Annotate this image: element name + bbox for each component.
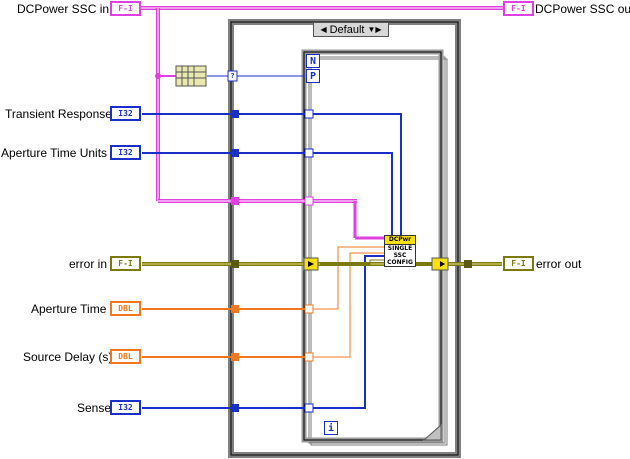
table-constant-icon[interactable] bbox=[175, 65, 207, 87]
subvi-line-2: SSC bbox=[393, 252, 407, 259]
terminal-text: DBL bbox=[118, 304, 133, 313]
terminal-text: DBL bbox=[118, 352, 133, 361]
loop-count-terminal[interactable]: N bbox=[306, 54, 320, 68]
terminal-text: i bbox=[327, 422, 335, 434]
unknown-tunnel: ? bbox=[228, 71, 237, 81]
terminal-text: N bbox=[309, 55, 317, 67]
terminal-text: ? bbox=[230, 72, 235, 80]
aperture-time-terminal[interactable]: DBL bbox=[110, 301, 141, 316]
label-aperture-time: Aperture Time bbox=[31, 302, 107, 316]
label-dcpower-out: DCPower SSC out bbox=[535, 2, 630, 16]
error-in-terminal[interactable]: F-I bbox=[110, 256, 141, 271]
aperture-time-units-terminal[interactable]: I32 bbox=[110, 145, 141, 160]
subvi-line-1: SINGLE bbox=[387, 245, 413, 252]
terminal-text: I32 bbox=[118, 148, 133, 157]
case-next-arrow[interactable]: ▼▶ bbox=[367, 25, 382, 34]
parallel-terminal[interactable]: P bbox=[306, 69, 320, 83]
for-loop-shadow bbox=[310, 58, 448, 446]
dcpower-in-terminal[interactable]: F-I bbox=[110, 1, 141, 16]
dbl-wires[interactable] bbox=[142, 246, 384, 358]
label-aperture-time-units: Aperture Time Units bbox=[1, 146, 108, 160]
int-wires[interactable] bbox=[142, 75, 402, 409]
terminal-text: F-I bbox=[118, 4, 133, 13]
label-source-delay: Source Delay (s) bbox=[23, 350, 113, 364]
sense-terminal[interactable]: I32 bbox=[110, 400, 141, 415]
terminal-text: P bbox=[309, 70, 317, 82]
label-sense: Sense bbox=[77, 401, 112, 415]
terminal-text: I32 bbox=[118, 109, 133, 118]
label-transient-response: Transient Response bbox=[5, 107, 112, 121]
label-error-out: error out bbox=[536, 257, 582, 271]
subvi-line-3: CONFIG bbox=[387, 259, 413, 266]
terminal-text: F-I bbox=[511, 259, 526, 268]
iteration-terminal[interactable]: i bbox=[324, 421, 338, 435]
case-structure[interactable] bbox=[228, 19, 461, 458]
label-dcpower-in: DCPower SSC in bbox=[17, 2, 110, 16]
terminal-text: F-I bbox=[511, 4, 526, 13]
case-prev-arrow[interactable]: ◀ bbox=[320, 25, 327, 34]
case-selector-value: Default bbox=[329, 23, 365, 36]
dcpower-out-terminal[interactable]: F-I bbox=[503, 1, 534, 16]
subvi-header: DCPwr bbox=[385, 236, 415, 245]
cluster-wire[interactable] bbox=[141, 6, 503, 240]
source-delay-terminal[interactable]: DBL bbox=[110, 349, 141, 364]
for-loop[interactable] bbox=[301, 49, 444, 443]
case-selector[interactable]: ◀ Default ▼▶ bbox=[313, 22, 389, 37]
terminal-text: I32 bbox=[118, 403, 133, 412]
error-out-terminal[interactable]: F-I bbox=[503, 256, 534, 271]
terminal-text: F-I bbox=[118, 259, 133, 268]
transient-response-terminal[interactable]: I32 bbox=[110, 106, 141, 121]
dcpower-single-ssc-config-subvi[interactable]: DCPwr SINGLE SSC CONFIG bbox=[384, 235, 416, 267]
label-error-in: error in bbox=[69, 257, 108, 271]
